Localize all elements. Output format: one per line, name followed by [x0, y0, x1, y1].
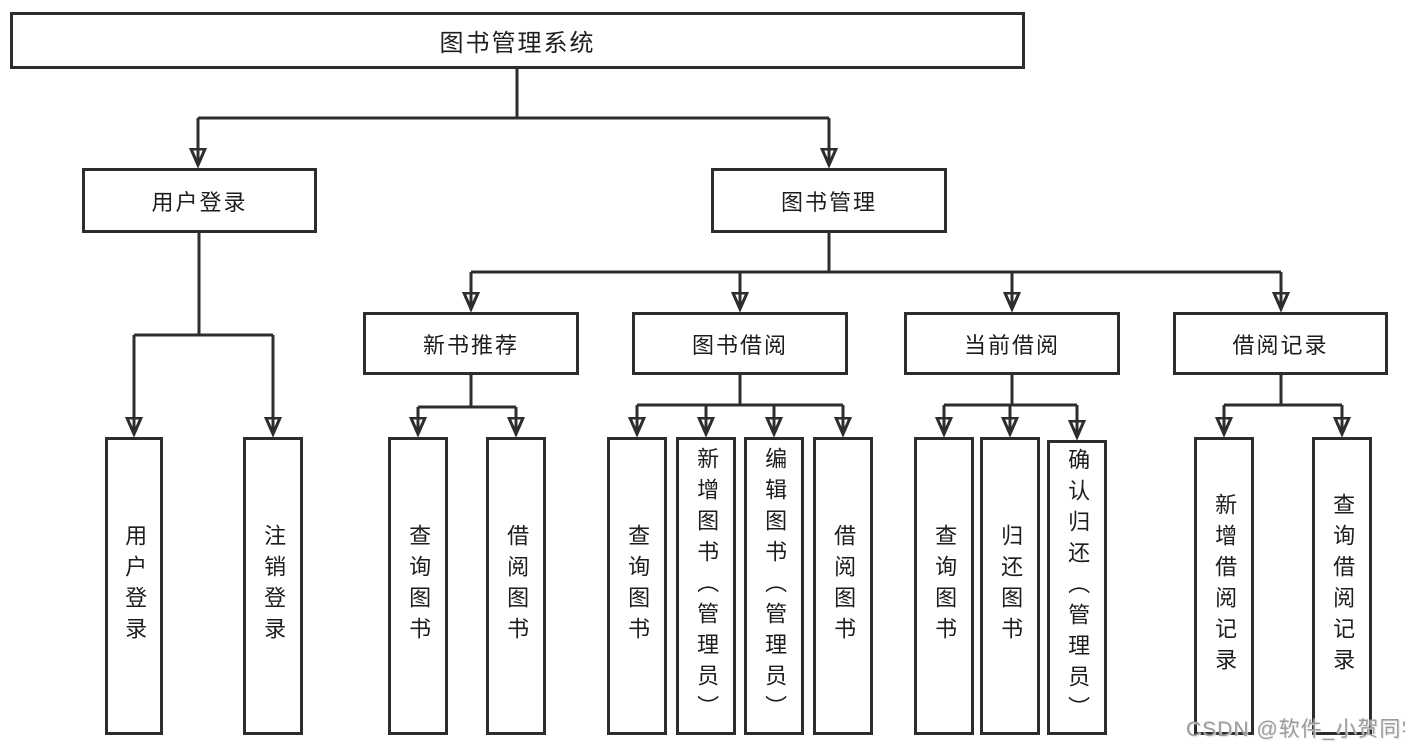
node-system-root: 图书管理系统	[10, 12, 1025, 69]
leaf-add-borrow-record: 新增借阅记录	[1194, 437, 1254, 735]
leaf-query-books-recommend: 查询图书	[388, 437, 448, 735]
node-label: 用户登录	[122, 524, 148, 648]
node-new-book-recommend: 新书推荐	[363, 312, 579, 375]
leaf-borrow-books-borrowing: 借阅图书	[813, 437, 873, 735]
node-label: 归还图书	[998, 524, 1024, 648]
node-book-management: 图书管理	[711, 168, 947, 233]
node-label: 借阅记录	[1232, 332, 1329, 358]
node-label: 当前借阅	[963, 332, 1060, 358]
node-current-borrowing: 当前借阅	[904, 312, 1120, 375]
leaf-user-login: 用户登录	[105, 437, 163, 735]
node-label: 图书管理系统	[439, 30, 596, 57]
leaf-return-book: 归还图书	[980, 437, 1040, 735]
watermark-text: CSDN @软件_小贺同学	[1186, 718, 1405, 741]
leaf-query-books-borrowing: 查询图书	[607, 437, 667, 735]
node-label: 借阅图书	[504, 524, 530, 648]
leaf-add-book-admin: 新增图书（管理员）	[676, 437, 736, 735]
node-label: 确认归还（管理员）	[1065, 448, 1091, 727]
node-label: 注销登录	[261, 524, 287, 648]
leaf-confirm-return-admin: 确认归还（管理员）	[1047, 440, 1107, 735]
node-book-borrowing: 图书借阅	[632, 312, 848, 375]
leaf-query-books-current: 查询图书	[914, 437, 974, 735]
node-label: 查询借阅记录	[1330, 493, 1356, 679]
leaf-query-borrow-record: 查询借阅记录	[1312, 437, 1372, 735]
node-label: 查询图书	[406, 524, 432, 648]
node-borrow-records: 借阅记录	[1173, 312, 1388, 375]
node-label: 编辑图书（管理员）	[762, 446, 788, 726]
leaf-borrow-books-recommend: 借阅图书	[486, 437, 546, 735]
node-label: 图书管理	[780, 189, 877, 215]
node-label: 新增图书（管理员）	[694, 446, 720, 726]
node-label: 用户登录	[151, 189, 248, 215]
leaf-edit-book-admin: 编辑图书（管理员）	[744, 437, 804, 735]
node-label: 新书推荐	[422, 332, 519, 358]
leaf-logout: 注销登录	[243, 437, 303, 735]
node-label: 查询图书	[932, 524, 958, 648]
node-user-login-module: 用户登录	[82, 168, 317, 233]
node-label: 图书借阅	[691, 332, 788, 358]
node-label: 新增借阅记录	[1212, 493, 1238, 679]
node-label: 借阅图书	[831, 524, 857, 648]
node-label: 查询图书	[625, 524, 651, 648]
